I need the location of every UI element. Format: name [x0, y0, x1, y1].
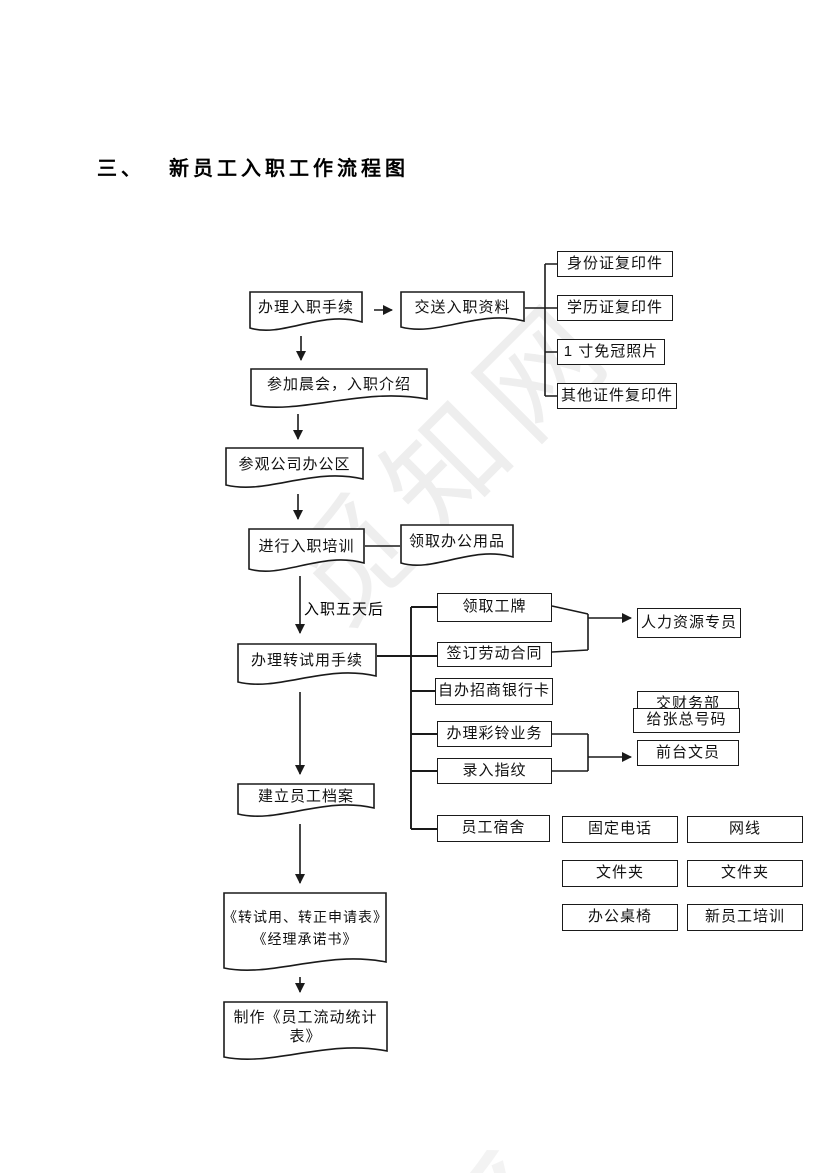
document-shape-outline: [250, 368, 428, 408]
node-label: 1 寸免冠照片: [563, 342, 659, 360]
node-application-forms: 《转试用、转正申请表》 《经理承诺书》: [223, 892, 387, 976]
node-office-supplies: 领取办公用品: [400, 524, 514, 571]
node-submit-materials: 交送入职资料: [400, 291, 525, 335]
node-onboarding-training: 进行入职培训: [248, 528, 365, 577]
node-landline: 固定电话: [562, 816, 678, 843]
node-label: 参观公司办公区: [238, 455, 351, 473]
node-turnover-table: 制作《员工流动统计表》: [223, 1001, 388, 1065]
node-probation-procedure: 办理转试用手续: [237, 643, 377, 690]
node-employee-file: 建立员工档案: [237, 783, 375, 822]
node-label: 学历证复印件: [566, 298, 663, 316]
document-shape-outline: [248, 528, 365, 572]
node-label: 交财务部: [655, 695, 720, 711]
node-label-line1: 《转试用、转正申请表》: [223, 909, 388, 926]
node-label: 办公桌椅: [587, 908, 652, 926]
node-label: 员工宿舍: [461, 819, 526, 837]
node-label: 文件夹: [720, 864, 769, 882]
node-label: 录入指纹: [462, 761, 527, 779]
node-label: 其他证件复印件: [560, 386, 673, 404]
node-label: 制作《员工流动统计表》: [233, 1009, 378, 1045]
node-fingerprint: 录入指纹: [437, 758, 552, 784]
node-other-copies: 其他证件复印件: [557, 383, 677, 409]
node-label: 办理入职手续: [257, 299, 354, 317]
document-shape-outline: [223, 892, 387, 971]
node-label: 进行入职培训: [258, 538, 355, 556]
document-shape-outline: [237, 783, 375, 818]
node-zhang-number: 给张总号码: [633, 708, 740, 733]
document-shape-outline: [223, 1001, 388, 1060]
node-network-cable: 网线: [687, 816, 803, 843]
node-ring-tone: 办理彩铃业务: [437, 721, 552, 747]
node-hr-specialist: 人力资源专员: [637, 608, 741, 638]
node-office-tour: 参观公司办公区: [225, 447, 364, 493]
node-folder-right: 文件夹: [687, 860, 803, 887]
page-title: 三、 新员工入职工作流程图: [97, 152, 409, 181]
node-dormitory: 员工宿舍: [437, 815, 550, 842]
node-photo: 1 寸免冠照片: [557, 339, 665, 365]
node-label: 给张总号码: [646, 711, 727, 729]
node-folder-left: 文件夹: [562, 860, 678, 887]
node-label: 办理彩铃业务: [446, 724, 543, 742]
node-bank-card: 自办招商银行卡: [435, 678, 553, 705]
node-label: 参加晨会，入职介绍: [266, 376, 411, 394]
node-front-desk: 前台文员: [637, 740, 739, 766]
node-diploma-copy: 学历证复印件: [557, 295, 673, 321]
node-label: 领取办公用品: [408, 533, 505, 551]
node-id-copy: 身份证复印件: [557, 251, 673, 277]
node-label: 签订劳动合同: [446, 645, 543, 663]
node-label: 建立员工档案: [257, 788, 354, 806]
node-label: 《转试用、转正申请表》 《经理承诺书》: [223, 907, 387, 960]
document-shape-outline: [400, 291, 525, 330]
node-label: 办理转试用手续: [250, 652, 363, 670]
node-new-employee-training: 新员工培训: [687, 904, 803, 931]
title-text: 新员工入职工作流程图: [169, 158, 409, 180]
node-labor-contract: 签订劳动合同: [437, 642, 552, 667]
node-label: 前台文员: [655, 743, 720, 761]
node-label: 文件夹: [595, 864, 644, 882]
node-handle-onboarding: 办理入职手续: [249, 291, 363, 336]
node-label: 人力资源专员: [640, 613, 737, 631]
document-shape-outline: [237, 643, 377, 686]
node-work-badge: 领取工牌: [437, 593, 552, 622]
node-label: 交送入职资料: [414, 298, 511, 316]
node-label: 身份证复印件: [566, 254, 663, 272]
document-shape-outline: [400, 524, 514, 566]
node-label: 领取工牌: [462, 598, 527, 616]
document-shape-outline: [225, 447, 364, 489]
node-desk-chair: 办公桌椅: [562, 904, 678, 931]
edge-label-five-days-after: 入职五天后: [304, 601, 385, 618]
node-label-line2: 《经理承诺书》: [252, 931, 358, 947]
node-label: 自办招商银行卡: [437, 682, 550, 700]
title-section-number: 三、: [97, 158, 145, 180]
node-label: 网线: [728, 820, 761, 838]
node-morning-meeting: 参加晨会，入职介绍: [250, 368, 428, 413]
node-label: 新员工培训: [704, 908, 785, 926]
document-shape-outline: [249, 291, 363, 331]
node-label: 固定电话: [587, 820, 652, 838]
